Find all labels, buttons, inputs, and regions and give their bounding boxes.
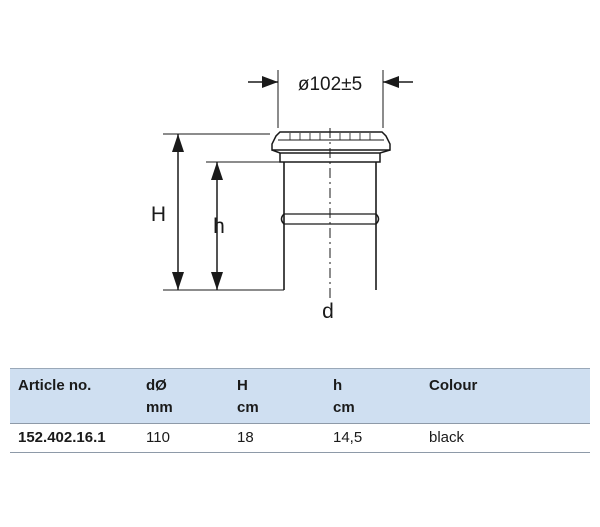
d-label: d (322, 300, 334, 323)
cell-article: 152.402.16.1 (10, 423, 138, 453)
spec-table-header: Article no. dØ mm H cm h cm Colour (10, 368, 590, 424)
cell-H: 18 (229, 423, 325, 453)
h-dimension (206, 161, 282, 290)
bead-left (280, 213, 285, 225)
spec-table-body: 152.402.16.1 110 18 14,5 black (10, 423, 590, 453)
cell-diameter: 110 (138, 423, 229, 453)
technical-drawing: ø102±5 (151, 70, 413, 323)
header-article: Article no. (10, 368, 138, 424)
header-label: Article no. (18, 377, 92, 394)
bead-right (375, 213, 380, 225)
seal-collar (271, 131, 391, 151)
header-row: Article no. dØ mm H cm h cm Colour (10, 368, 590, 424)
header-label: h (333, 377, 343, 394)
header-label: H (237, 377, 248, 394)
header-unit: mm (146, 399, 173, 416)
header-h: h cm (325, 368, 421, 424)
header-label: dØ (146, 377, 167, 394)
table-row: 152.402.16.1 110 18 14,5 black (10, 423, 590, 453)
h-arrow-bottom (211, 272, 223, 290)
header-diameter: dØ mm (138, 368, 229, 424)
header-unit: cm (237, 399, 259, 416)
header-unit: cm (333, 399, 355, 416)
cell-h: 14,5 (325, 423, 421, 453)
H-arrow-top (172, 134, 184, 152)
header-label: Colour (429, 377, 478, 394)
H-label: H (151, 203, 166, 226)
diameter-arrow-left (262, 76, 278, 88)
diameter-dimension (248, 70, 413, 128)
header-H: H cm (229, 368, 325, 424)
seal-ridges (289, 133, 371, 140)
header-colour: Colour (421, 368, 590, 424)
diameter-label: ø102±5 (298, 74, 362, 95)
H-arrow-bottom (172, 272, 184, 290)
diameter-arrow-right (383, 76, 399, 88)
pipe-socket (271, 128, 391, 300)
cell-colour: black (421, 423, 590, 453)
h-label: h (213, 215, 225, 238)
h-arrow-top (211, 162, 223, 180)
H-dimension (163, 133, 284, 291)
spec-table: Article no. dØ mm H cm h cm Colour 152.4… (10, 368, 590, 453)
